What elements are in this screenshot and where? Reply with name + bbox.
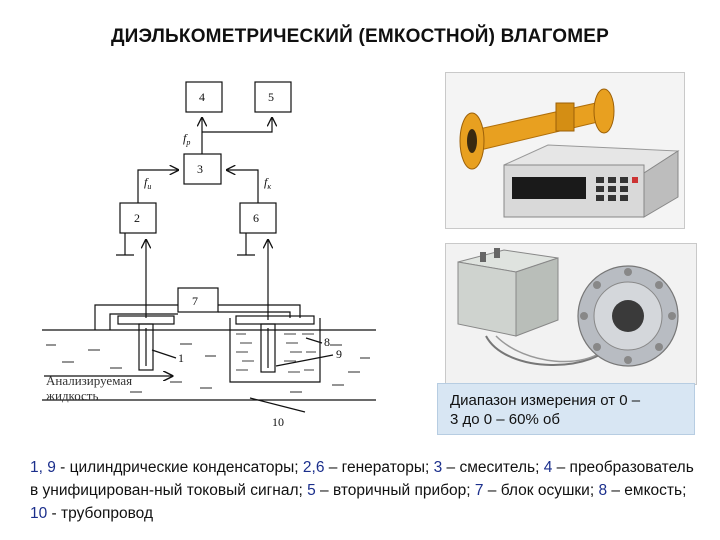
signal-fk: fк [264,175,271,191]
callout-9: 9 [336,347,342,361]
liquid-label-line1: Анализируемая [46,373,132,388]
callout-10: 10 [272,415,284,429]
photo-sensor-and-control-unit [445,72,685,229]
component-legend: 1, 9 - цилиндрические конденсаторы; 2,6 … [30,456,700,525]
link-2-3 [137,170,178,203]
legend-num-1-9: 1, 9 [30,459,56,476]
legend-text-2-6: – генераторы; [324,459,434,476]
range-line-2: 3 до 0 – 60% об [450,411,560,428]
measurement-range-box: Диапазон измерения от 0 – 3 до 0 – 60% о… [437,383,695,435]
sensor-device-illustration [446,73,684,228]
block-4 [185,81,223,113]
container-8 [229,318,321,383]
legend-text-5: – вторичный прибор; [315,482,475,499]
range-line-1: Диапазон измерения от 0 – [450,392,641,409]
block-4-label: 4 [199,90,205,104]
junction-box [457,248,559,337]
legend-text-7: – блок осушки; [483,482,599,499]
capacitor-9 [260,323,276,373]
photo-junction-box-and-probe [445,243,697,385]
legend-text-1-9: - цилиндрические конденсаторы; [55,459,303,476]
signal-fp: fp [183,131,190,147]
block-5-label: 5 [268,90,274,104]
pipe-sensor [459,88,615,170]
callout-1: 1 [178,351,184,365]
block-6-label: 6 [253,211,259,225]
legend-text-3: – смеситель; [442,459,544,476]
legend-text-8: – емкость; [607,482,687,499]
block-2-label: 2 [134,211,140,225]
legend-num-10: 10 [30,505,48,522]
page-title: ДИЭЛЬКОМЕТРИЧЕСКИЙ (ЕМКОСТНОЙ) ВЛАГОМЕР [110,26,610,47]
block-3-label: 3 [197,162,203,176]
legend-num-2-6: 2,6 [302,459,325,476]
link-4-5 [202,118,272,133]
control-unit [503,144,680,218]
legend-num-7: 7 [474,482,484,499]
legend-num-4: 4 [543,459,553,476]
probe-illustration [446,244,696,384]
block-7-label: 7 [192,294,198,308]
link-6-3 [227,170,259,203]
legend-text-4: – преобразователь в унифицирован-ный ток… [30,459,694,499]
capacitor-1 [138,323,154,371]
legend-num-3: 3 [433,459,443,476]
legend-num-5: 5 [307,482,316,499]
callout-8: 8 [324,335,330,349]
signal-fi: fи [144,175,151,191]
legend-text-10: - трубопровод [47,505,154,522]
legend-num-8: 8 [598,482,608,499]
flange-probe [577,265,679,367]
block-5 [254,81,292,113]
block-7 [177,287,219,313]
liquid-label-line2: жидкость [45,388,98,403]
